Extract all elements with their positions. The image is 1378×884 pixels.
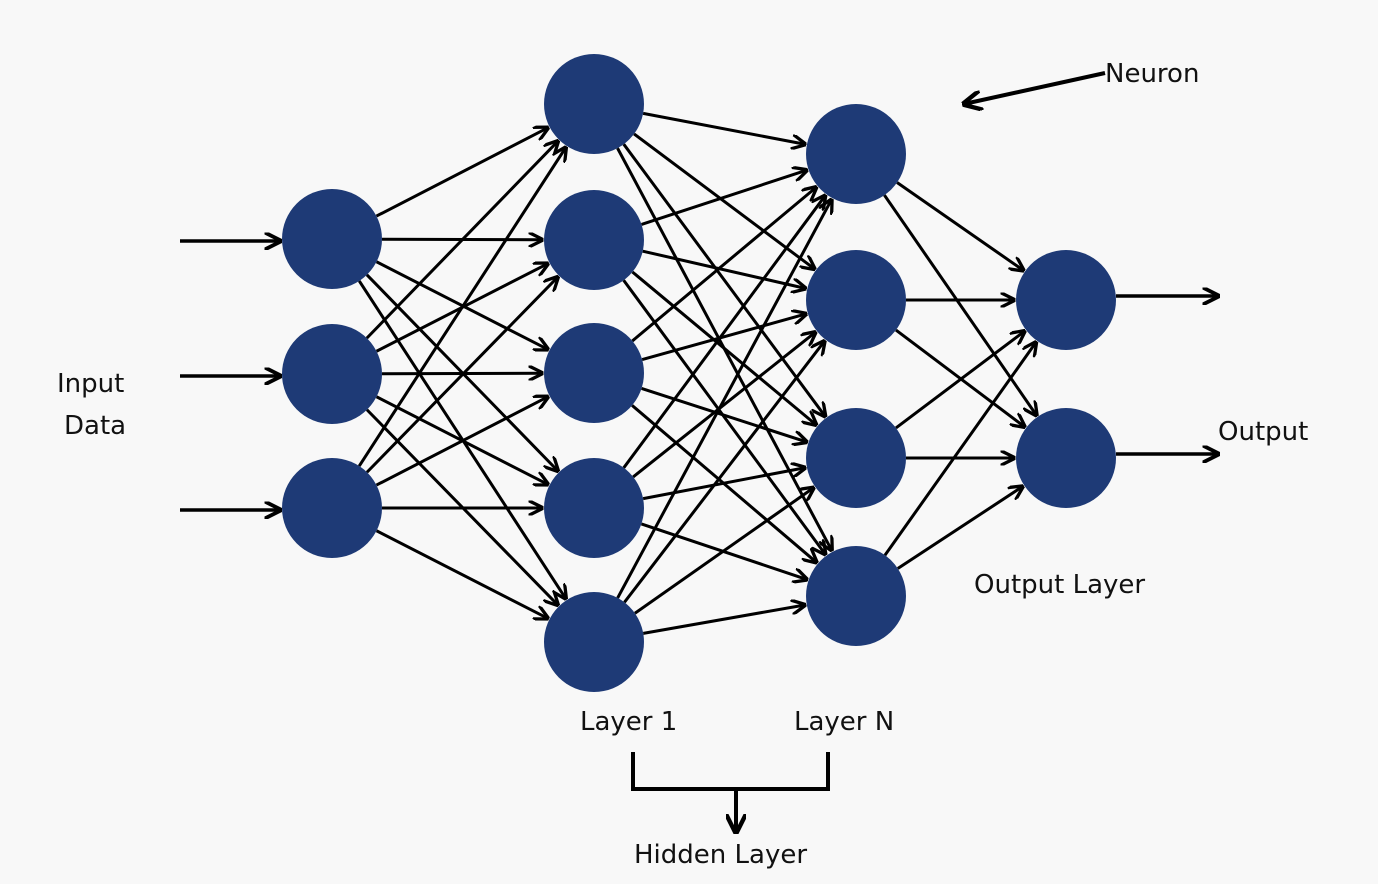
neuron-input-2 <box>282 324 382 424</box>
connection-hidden-1-2-to-hidden-n-4 <box>622 279 826 554</box>
connection-hidden-1-2-to-hidden-n-3 <box>631 270 816 425</box>
connection-input-3-to-hidden-1-3 <box>375 397 547 487</box>
connection-hidden-1-1-to-hidden-n-2 <box>633 132 814 269</box>
io-arrows <box>180 241 1218 510</box>
connection-hidden-1-3-to-hidden-n-1 <box>631 187 816 343</box>
connection-hidden-1-1-to-hidden-n-3 <box>622 143 825 416</box>
connection-hidden-1-2-to-hidden-n-1 <box>641 170 807 226</box>
connection-hidden-1-4-to-hidden-n-1 <box>622 196 825 469</box>
connection-input-2-to-hidden-1-1 <box>365 141 558 340</box>
neuron-pointer-arrow <box>964 71 1106 104</box>
connection-input-3-to-hidden-1-2 <box>365 277 558 474</box>
connections <box>357 111 1036 635</box>
connection-hidden-1-5-to-hidden-n-1 <box>616 200 832 599</box>
neuron-hidden-n-4 <box>806 546 906 646</box>
connection-hidden-1-4-to-hidden-n-2 <box>632 332 815 479</box>
neuron-output-1 <box>1016 250 1116 350</box>
neuron-hidden-1-4 <box>544 458 644 558</box>
neuron-input-1 <box>282 189 382 289</box>
connection-hidden-1-3-to-hidden-n-2 <box>641 314 806 362</box>
connection-hidden-n-1-to-output-1 <box>896 181 1023 271</box>
hidden-layer-label: Hidden Layer <box>634 840 807 870</box>
neurons <box>282 54 1116 692</box>
connection-hidden-1-5-to-hidden-n-4 <box>642 605 805 635</box>
connection-hidden-1-5-to-hidden-n-2 <box>623 341 824 604</box>
output-label: Output <box>1218 417 1308 447</box>
connection-hidden-1-1-to-hidden-n-1 <box>642 111 805 144</box>
connection-hidden-n-3-to-output-1 <box>895 331 1024 430</box>
connection-hidden-1-4-to-hidden-n-3 <box>642 468 805 501</box>
neuron-hidden-n-3 <box>806 408 906 508</box>
connection-input-3-to-hidden-1-5 <box>375 529 548 619</box>
hidden-layer-bracket <box>631 752 830 832</box>
connection-input-1-to-hidden-1-1 <box>375 128 547 218</box>
neuron-input-3 <box>282 458 382 558</box>
neuron-hidden-n-1 <box>806 104 906 204</box>
neuron-hidden-1-3 <box>544 323 644 423</box>
connection-input-3-to-hidden-1-1 <box>357 148 566 467</box>
neuron-output-2 <box>1016 408 1116 508</box>
connection-hidden-n-4-to-output-1 <box>883 342 1036 557</box>
input-data-label-line1: Input <box>57 369 124 399</box>
connection-hidden-1-3-to-hidden-n-3 <box>641 387 807 442</box>
input-data-label-line2: Data <box>64 411 126 441</box>
connection-hidden-n-4-to-output-2 <box>896 487 1023 570</box>
layer-n-label: Layer N <box>794 707 894 737</box>
connection-hidden-1-2-to-hidden-n-2 <box>642 249 806 288</box>
neuron-hidden-1-5 <box>544 592 644 692</box>
neuron-label: Neuron <box>1105 59 1199 89</box>
neuron-hidden-1-1 <box>544 54 644 154</box>
connection-hidden-1-5-to-hidden-n-3 <box>634 488 814 615</box>
layer-1-label: Layer 1 <box>580 707 677 737</box>
neuron-hidden-n-2 <box>806 250 906 350</box>
output-layer-label: Output Layer <box>974 570 1145 600</box>
neuron-hidden-1-2 <box>544 190 644 290</box>
